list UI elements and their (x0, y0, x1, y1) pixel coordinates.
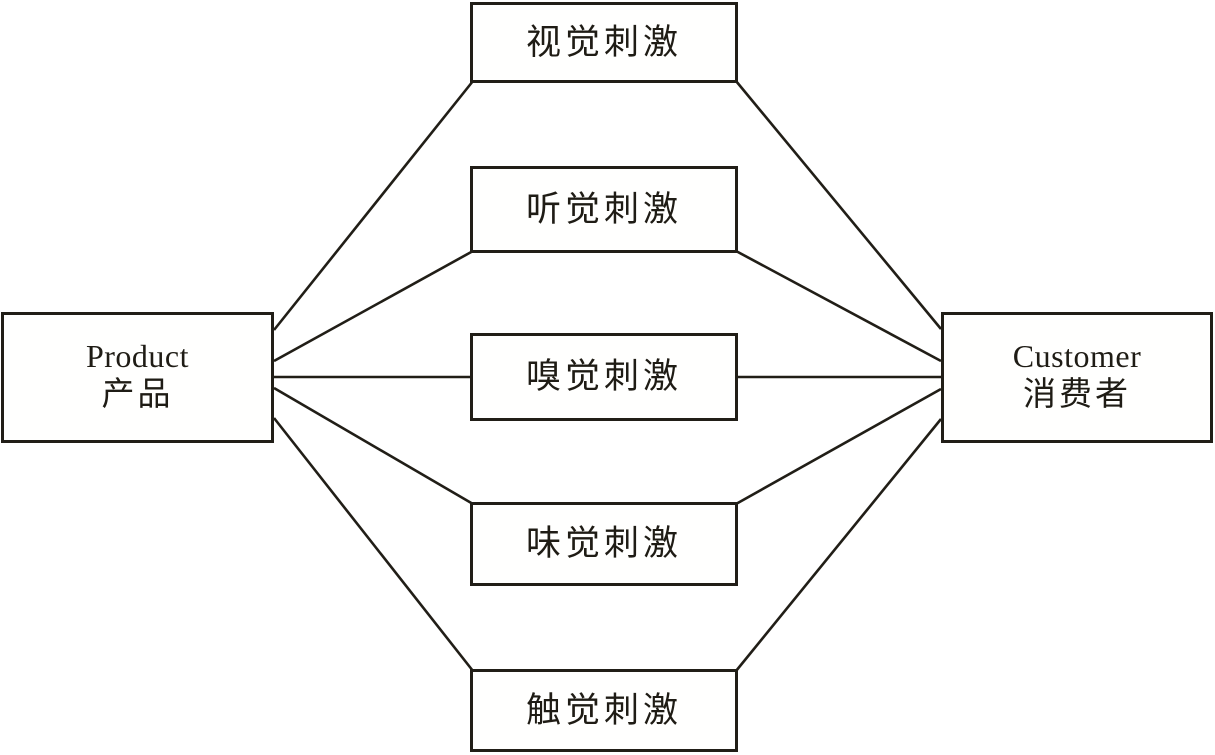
node-stimulus-auditory: 听觉刺激 (470, 166, 738, 253)
node-customer: Customer 消费者 (941, 312, 1213, 443)
edge-product-auditory (273, 249, 474, 363)
node-stimulus-olfactory: 嗅觉刺激 (470, 333, 738, 421)
stimulus-tactile-label: 触觉刺激 (525, 690, 682, 730)
edge-product-tactile (272, 417, 475, 672)
node-product: Product 产品 (1, 312, 274, 443)
edge-taste-customer (735, 387, 942, 506)
stimulus-taste-label: 味觉刺激 (525, 524, 682, 564)
stimulus-visual-label: 视觉刺激 (525, 22, 682, 62)
stimulus-auditory-label: 听觉刺激 (525, 189, 682, 229)
node-stimulus-tactile: 触觉刺激 (470, 669, 738, 752)
customer-label-zh: 消费者 (1023, 377, 1131, 414)
edge-visual-customer (734, 80, 943, 330)
node-stimulus-visual: 视觉刺激 (470, 2, 738, 83)
edge-tactile-customer (734, 418, 943, 672)
stimulus-olfactory-label: 嗅觉刺激 (525, 357, 682, 397)
edge-product-taste (273, 386, 474, 506)
edge-auditory-customer (735, 249, 942, 363)
product-label-zh: 产品 (101, 377, 174, 414)
edge-product-visual (272, 80, 475, 331)
product-label-en: Product (85, 338, 190, 375)
node-stimulus-taste: 味觉刺激 (470, 502, 738, 586)
customer-label-en: Customer (1012, 338, 1142, 375)
